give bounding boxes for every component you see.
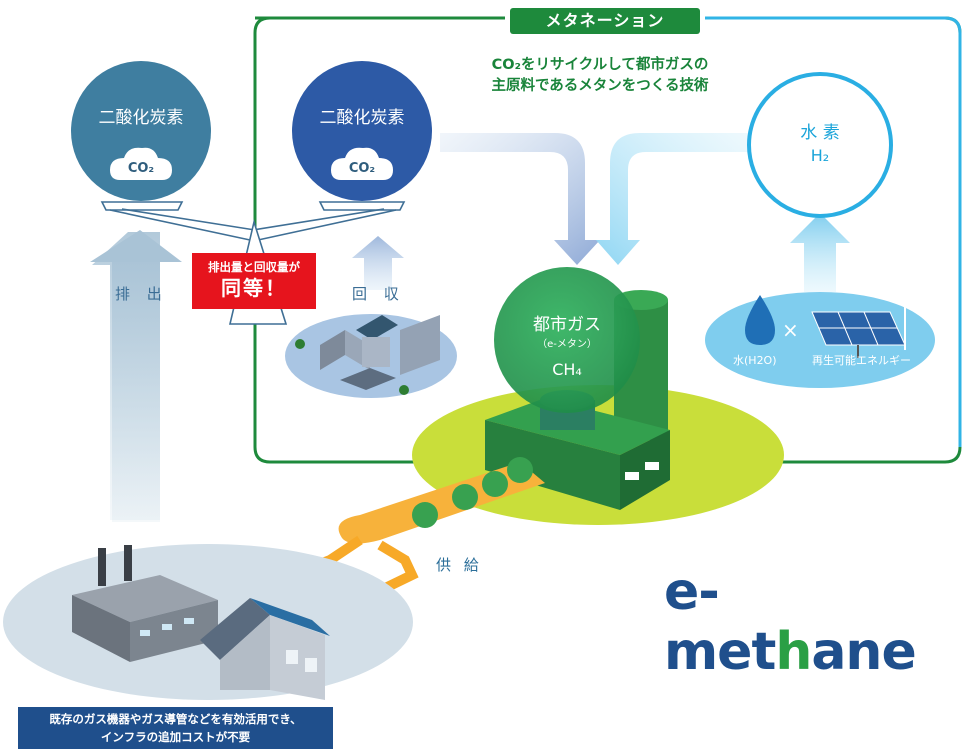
- co2-feed-arrow: [440, 133, 600, 265]
- supply-label: 供 給: [436, 556, 483, 574]
- water-drop-icon: [745, 295, 775, 345]
- h2-feed-arrow: [596, 133, 748, 265]
- bottom-note-line-1: 既存のガス機器やガス導管などを有効活用でき、: [49, 712, 302, 726]
- subtitle-line-2: 主原料であるメタンをつくる技術: [491, 78, 709, 94]
- city-gas-sub: （e-メタン）: [537, 339, 597, 350]
- city-gas-label: 都市ガス: [533, 315, 601, 335]
- logo-h: h: [775, 622, 812, 682]
- logo-suffix: ane: [811, 622, 916, 682]
- water-label: 水(H2O): [733, 354, 777, 367]
- house-icon: [200, 598, 330, 700]
- cloud-icon: [110, 147, 172, 180]
- diagram-title: メタネーション: [510, 8, 700, 34]
- renewable-label: 再生可能エネルギー: [812, 354, 911, 367]
- co2-left-formula: CO₂: [127, 161, 155, 176]
- co2-circle-right: [292, 61, 432, 201]
- balance-callout-line-2: 同等！: [221, 276, 287, 300]
- houses-icon: [295, 315, 440, 395]
- co2-right-label: 二酸化炭素: [319, 108, 405, 128]
- e-methane-logo: e-methane: [664, 562, 963, 682]
- subtitle: CO₂をリサイクルして都市ガスの 主原料であるメタンをつくる技術: [390, 55, 810, 97]
- bottom-note-line-2: インフラの追加コストが不要: [100, 730, 251, 744]
- co2-circle-left: [71, 61, 211, 201]
- co2-left-label: 二酸化炭素: [98, 108, 184, 128]
- balance-callout: 排出量と回収量が 同等！: [192, 253, 316, 309]
- subtitle-line-1: CO₂をリサイクルして都市ガスの: [491, 57, 709, 73]
- city-gas-circle: [494, 267, 640, 413]
- recovery-label: 回 収: [352, 285, 405, 303]
- times-symbol: ×: [782, 318, 799, 342]
- co2-right-formula: CO₂: [348, 161, 376, 176]
- logo-prefix: e-met: [664, 562, 776, 682]
- pipe-green-balls: [412, 457, 533, 528]
- hydrogen-circle: [747, 72, 893, 218]
- recovery-arrow: [352, 236, 404, 290]
- city-gas-formula: CH₄: [552, 360, 582, 379]
- hydrogen-label: 水 素: [800, 123, 840, 143]
- emission-label: 排 出: [115, 285, 168, 303]
- h2-up-arrow: [790, 213, 850, 292]
- bottom-note: 既存のガス機器やガス導管などを有効活用でき、 インフラの追加コストが不要: [18, 707, 333, 749]
- wind-turbine-icon: [879, 261, 923, 350]
- cloud-icon: [331, 147, 393, 180]
- factory-icon: [72, 545, 218, 662]
- hydrogen-formula: H₂: [810, 146, 830, 165]
- balance-callout-line-1: 排出量と回収量が: [208, 260, 300, 274]
